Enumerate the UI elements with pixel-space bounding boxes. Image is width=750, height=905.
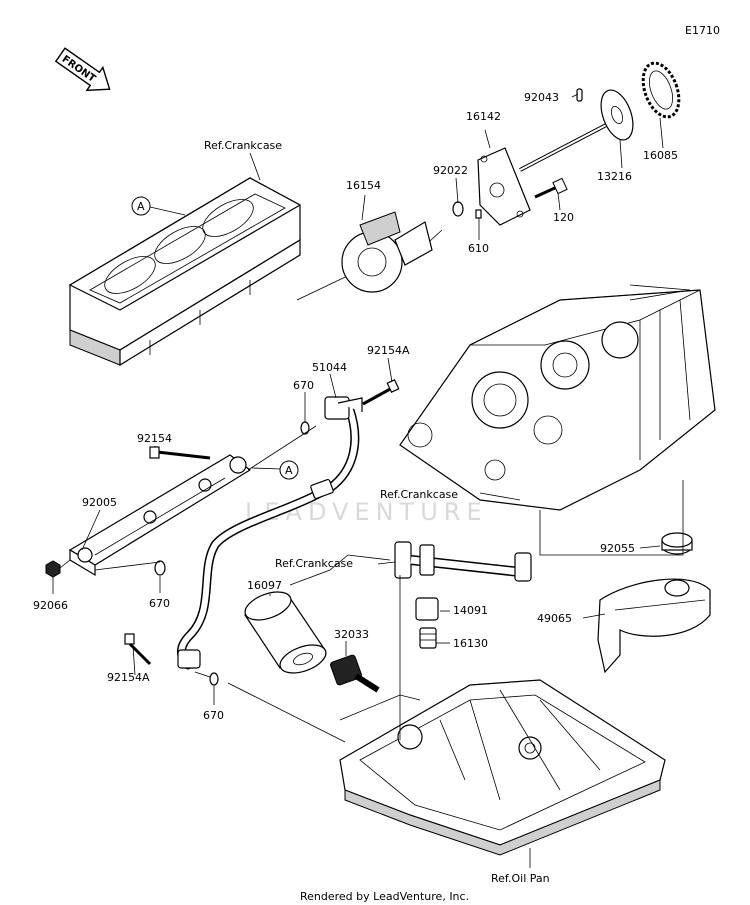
leader-lines	[52, 93, 664, 868]
label-92154: 92154	[137, 432, 172, 445]
marker-a-top-label: A	[137, 200, 145, 213]
label-92043: 92043	[524, 91, 559, 104]
pan-guide	[339, 694, 421, 721]
marker-a-bottom: A	[251, 460, 299, 480]
label-16142: 16142	[466, 110, 501, 123]
crankcase-illustration	[399, 284, 716, 511]
label-610: 610	[468, 242, 489, 255]
label-92154a-top: 92154A	[367, 344, 410, 357]
pump-shaft-13216	[519, 89, 634, 172]
oil-pipe-assembly	[177, 396, 363, 670]
front-arrow-icon: FRONT	[54, 47, 111, 92]
pump-cover-illustration	[477, 147, 531, 226]
label-670-b: 670	[149, 597, 170, 610]
nut-92066	[45, 560, 61, 578]
bolt-120	[534, 177, 568, 199]
label-92066: 92066	[33, 599, 68, 612]
label-51044: 51044	[312, 361, 347, 374]
o-ring-670-c	[209, 672, 219, 686]
bolt-92154	[149, 446, 211, 460]
ref-crankcase-low: Ref.Crankcase	[275, 557, 353, 570]
label-32033: 32033	[334, 628, 369, 641]
label-92022: 92022	[433, 164, 468, 177]
relief-pipe-assembly	[394, 541, 532, 582]
bolt-92154a-bottom	[124, 633, 152, 666]
o-ring-670-a	[300, 421, 310, 435]
strainer-49065	[597, 578, 711, 674]
diagram-id: E1710	[685, 24, 720, 37]
pin-610	[475, 209, 482, 219]
label-16097: 16097	[247, 579, 282, 592]
footer-credit: Rendered by LeadVenture, Inc.	[300, 890, 469, 903]
ref-oil-pan: Ref.Oil Pan	[491, 872, 550, 885]
cap-92055	[661, 532, 693, 555]
guide-lines	[59, 425, 346, 743]
sprocket-16085	[641, 61, 681, 119]
label-92055: 92055	[600, 542, 635, 555]
label-16130: 16130	[453, 637, 488, 650]
label-13216: 13216	[597, 170, 632, 183]
o-ring-92022	[452, 201, 464, 217]
filter-guide	[289, 554, 391, 586]
group-bracket	[539, 480, 684, 556]
plug-16130	[419, 627, 437, 649]
oil-filter-16097	[244, 591, 327, 674]
oil-pump-rotor-illustration	[296, 211, 443, 301]
cylinder-block-illustration	[68, 177, 302, 367]
label-16085: 16085	[643, 149, 678, 162]
marker-a-top: A	[131, 196, 186, 216]
pin-92043	[576, 88, 583, 102]
o-ring-670-b	[154, 560, 166, 576]
ref-crankcase-mid: Ref.Crankcase	[380, 488, 458, 501]
label-120: 120	[553, 211, 574, 224]
bracket-92005	[68, 454, 252, 577]
label-670-c: 670	[203, 709, 224, 722]
oil-pan-illustration	[339, 679, 666, 856]
label-670-a: 670	[293, 379, 314, 392]
label-14091: 14091	[453, 604, 488, 617]
spacer-14091	[415, 597, 439, 621]
label-16154: 16154	[346, 179, 381, 192]
label-49065: 49065	[537, 612, 572, 625]
marker-a-bottom-label: A	[285, 464, 293, 477]
label-92154a-bottom: 92154A	[107, 671, 150, 684]
fitting-32033	[330, 654, 380, 693]
bolt-92154a-top	[362, 378, 400, 406]
ref-crankcase-top: Ref.Crankcase	[204, 139, 282, 152]
label-92005: 92005	[82, 496, 117, 509]
